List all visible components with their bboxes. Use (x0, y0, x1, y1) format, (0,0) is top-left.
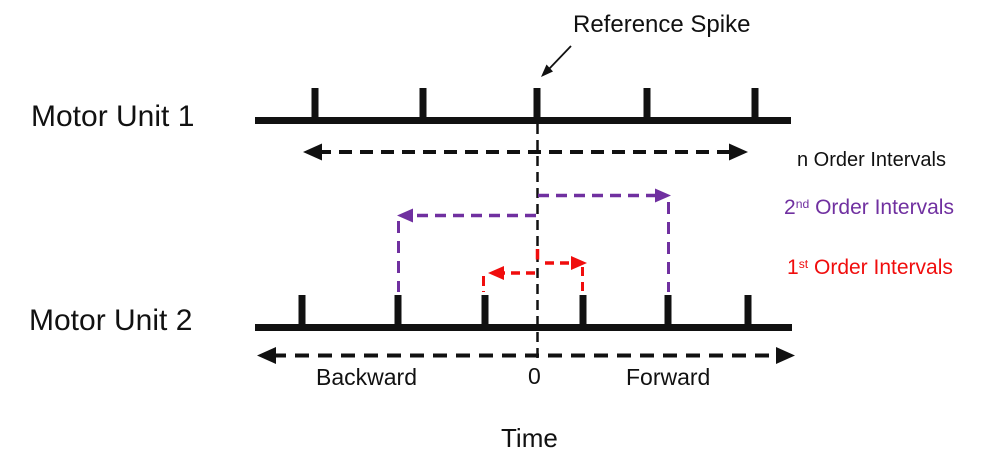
second-order-forward-arrow (538, 188, 671, 292)
right-arrowhead-icon (776, 347, 795, 364)
forward-label: Forward (626, 364, 711, 390)
second-order-backward-arrow (397, 208, 536, 292)
time-axis-arrow (257, 347, 795, 364)
second-order-intervals-label: 2nd Order Intervals (784, 196, 954, 219)
right-arrowhead-icon (729, 143, 748, 161)
motor-unit-2-label: Motor Unit 2 (29, 304, 193, 337)
second-order-number: 2 (784, 196, 796, 219)
motor-unit-1-label: Motor Unit 1 (31, 100, 195, 133)
first-order-text: Order Intervals (808, 256, 953, 279)
second-order-text: Order Intervals (809, 196, 954, 219)
motor-unit-2-train (255, 295, 792, 331)
second-order-ordinal-suffix: nd (795, 196, 810, 211)
reference-pointer-arrow (541, 45, 572, 77)
first-order-intervals-label: 1st Order Intervals (787, 256, 953, 279)
motor-unit-2-spikes (298, 295, 752, 331)
reference-pointer-line (548, 45, 572, 70)
left-arrowhead-icon (397, 208, 413, 223)
first-order-backward-arrow (482, 266, 535, 292)
first-order-ordinal-suffix: st (798, 256, 809, 271)
left-arrowhead-icon (303, 143, 322, 161)
left-arrowhead-icon (257, 347, 276, 364)
zero-label: 0 (528, 363, 541, 389)
right-arrowhead-icon (571, 256, 587, 270)
right-arrowhead-icon (655, 188, 671, 203)
motor-unit-1-train (255, 88, 791, 124)
backward-label: Backward (316, 364, 417, 390)
left-arrowhead-icon (488, 266, 504, 280)
first-order-forward-arrow (535, 249, 587, 292)
time-axis-title: Time (501, 423, 558, 453)
down-left-arrowhead-icon (541, 64, 553, 77)
first-order-number: 1 (787, 256, 799, 279)
reference-spike-label: Reference Spike (573, 11, 751, 38)
motor-unit-1-spikes (311, 88, 759, 124)
n-order-intervals-label: n Order Intervals (797, 149, 946, 171)
n-order-intervals-arrow (303, 143, 748, 161)
